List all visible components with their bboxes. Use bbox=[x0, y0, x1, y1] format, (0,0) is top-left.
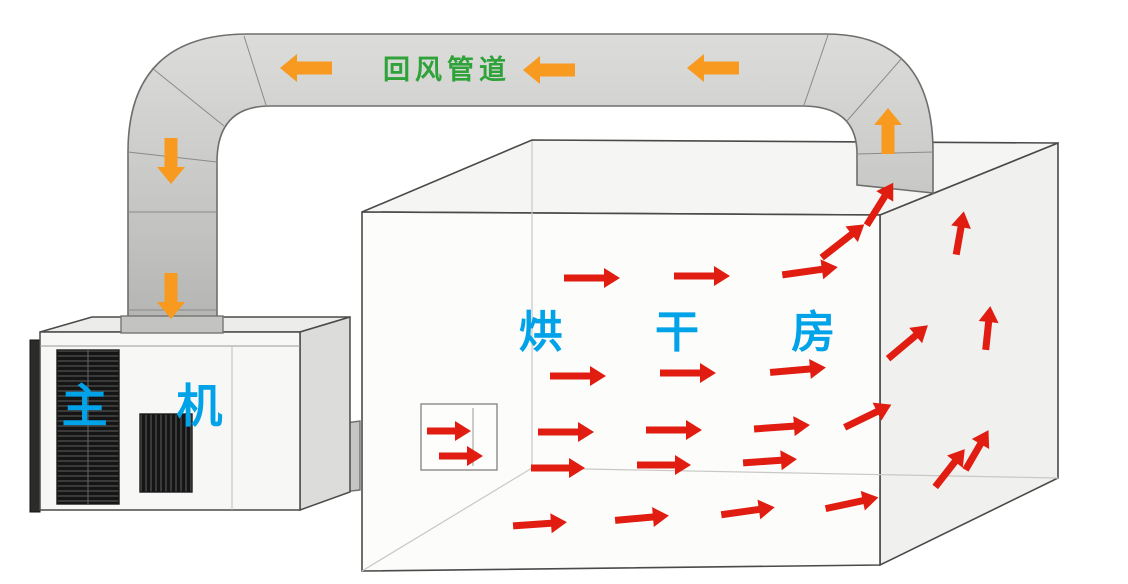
drying-room-right-face bbox=[879, 141, 1059, 567]
orange-airflow-arrow bbox=[157, 273, 185, 319]
red-airflow-arrow bbox=[951, 211, 971, 256]
red-airflow-arrow bbox=[769, 358, 826, 379]
orange-airflow-arrow bbox=[523, 56, 575, 84]
intake-grille-small bbox=[139, 413, 193, 493]
return-air-flow-arrows bbox=[157, 54, 902, 319]
red-airflow-arrow bbox=[885, 325, 928, 362]
return-air-duct bbox=[120, 33, 934, 334]
red-airflow-arrow bbox=[427, 421, 471, 441]
red-airflow-arrow bbox=[932, 449, 965, 490]
red-airflow-arrow bbox=[512, 513, 567, 534]
main-unit bbox=[29, 315, 361, 513]
main-unit-left-panel bbox=[29, 339, 41, 513]
red-airflow-arrow bbox=[742, 450, 797, 471]
hot-air-flow-arrows bbox=[427, 182, 999, 534]
red-airflow-arrow bbox=[674, 266, 730, 286]
red-airflow-arrow bbox=[531, 458, 585, 478]
red-airflow-arrow bbox=[781, 259, 838, 280]
red-airflow-arrow bbox=[660, 363, 716, 383]
duct-flange bbox=[120, 315, 224, 334]
red-airflow-arrow bbox=[439, 446, 483, 466]
red-airflow-arrow bbox=[819, 224, 865, 261]
red-airflow-arrow bbox=[843, 402, 892, 431]
duct-seams bbox=[127, 34, 934, 311]
drying-room-front-face bbox=[361, 211, 881, 572]
red-airflow-arrow bbox=[614, 507, 669, 528]
orange-airflow-arrow bbox=[280, 54, 332, 82]
red-airflow-arrow bbox=[538, 422, 594, 442]
orange-airflow-arrow bbox=[157, 138, 185, 184]
red-airflow-arrow bbox=[637, 455, 691, 475]
red-airflow-arrow bbox=[962, 430, 990, 472]
orange-airflow-arrow bbox=[687, 54, 739, 82]
red-airflow-arrow bbox=[720, 499, 775, 520]
drying-room-label: 烘 干 房 bbox=[519, 308, 875, 357]
red-airflow-arrow bbox=[550, 366, 606, 386]
orange-airflow-arrow bbox=[874, 108, 902, 154]
duct-body bbox=[127, 33, 934, 333]
red-airflow-arrow bbox=[863, 182, 894, 228]
main-unit-right-face bbox=[299, 315, 351, 512]
red-airflow-arrow bbox=[564, 268, 620, 288]
red-airflow-arrow bbox=[978, 306, 999, 351]
red-airflow-arrow bbox=[824, 490, 879, 513]
drying-room-hidden-edges bbox=[361, 141, 1059, 572]
return-duct-label: 回风管道 bbox=[383, 54, 511, 85]
red-airflow-arrow bbox=[646, 420, 702, 440]
red-airflow-arrow bbox=[753, 416, 810, 437]
main-unit-label: 主 机 bbox=[62, 380, 251, 432]
